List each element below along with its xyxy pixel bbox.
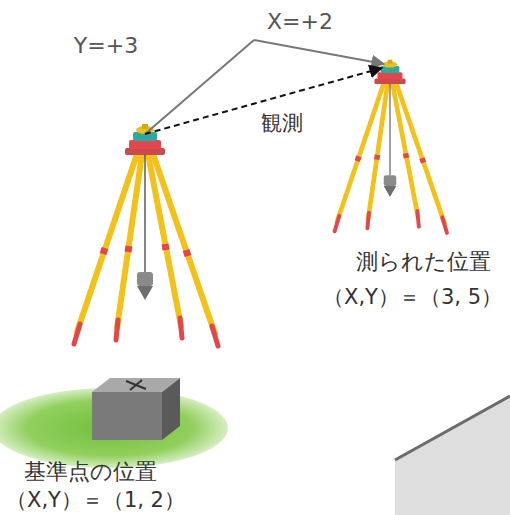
tripod-reference — [74, 124, 218, 346]
coordinate-label: （X,Y）＝（3, 5） — [323, 285, 502, 310]
x-vector — [254, 40, 384, 64]
vector-label: Y=+3 — [74, 33, 138, 59]
observation-label: 観測 — [261, 111, 303, 136]
grass-patch — [0, 388, 228, 468]
position-caption: 基準点の位置 — [24, 459, 157, 485]
coordinate-label: （X,Y）＝（1, 2） — [6, 488, 185, 513]
position-caption: 測られた位置 — [356, 249, 491, 275]
vector-label: X=+2 — [267, 9, 333, 35]
benchmark-stone — [92, 378, 180, 440]
building-roof — [395, 396, 510, 515]
y-vector — [145, 40, 254, 134]
tripod-measured — [335, 60, 447, 233]
